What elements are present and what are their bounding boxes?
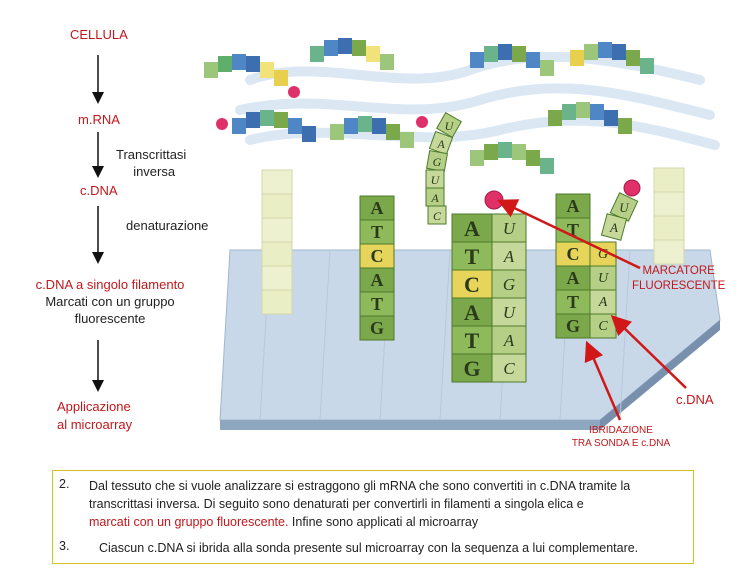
base-letter: C <box>503 359 515 378</box>
base-letter: T <box>567 292 579 312</box>
strand-mid-2 <box>330 116 428 148</box>
label-single-strand: c.DNA a singolo filamento Marcati con un… <box>28 276 192 327</box>
base-letter: A <box>371 198 384 218</box>
note-2-highlight: marcati con un gruppo fluorescente. <box>89 515 288 529</box>
base-letter: U <box>619 200 630 215</box>
label-single-strand-line3: fluorescente <box>28 310 192 327</box>
label-ibridazione-line2: TRA SONDA E c.DNA <box>566 437 676 450</box>
base-letter: C <box>464 272 480 297</box>
base-letter: U <box>503 303 517 322</box>
label-denaturazione: denaturazione <box>126 218 208 233</box>
strand-mid-4 <box>470 142 554 174</box>
label-transcrittasi-line1: Transcrittasi <box>116 146 186 163</box>
base-letter: T <box>465 328 480 353</box>
pale-probe-column-right <box>654 168 684 264</box>
label-applicazione-line1: Applicazione <box>57 398 132 416</box>
base-letter: A <box>464 300 480 325</box>
note-3-number: 3. <box>59 539 69 553</box>
base-letter: U <box>598 271 609 286</box>
note-3: Ciascun c.DNA si ibrida alla sonda prese… <box>99 539 638 557</box>
label-single-strand-title: c.DNA a singolo filamento <box>28 276 192 293</box>
base-letter: G <box>566 316 580 336</box>
label-cdna: c.DNA <box>80 183 118 198</box>
note-2-line1: Dal tessuto che si vuole analizzare si e… <box>89 477 685 495</box>
base-letter: C <box>371 246 384 266</box>
label-transcrittasi: Transcrittasi inversa <box>116 146 186 180</box>
label-transcrittasi-line2: inversa <box>116 163 186 180</box>
base-letter: U <box>431 173 441 187</box>
label-ibridazione-line1: IBRIDAZIONE <box>566 424 676 437</box>
base-letter: G <box>503 275 515 294</box>
label-mrna: m.RNA <box>78 112 120 127</box>
base-letter: T <box>371 294 383 314</box>
label-marcatore-line2: FLUORESCENTE <box>632 279 725 294</box>
strand-top-2 <box>310 38 394 70</box>
label-cdna-callout: c.DNA <box>676 392 714 407</box>
base-letter: A <box>430 191 439 205</box>
base-letter: A <box>598 295 608 310</box>
label-single-strand-line2: Marcati con un gruppo <box>28 293 192 310</box>
base-letter: U <box>503 219 517 238</box>
base-letter: A <box>436 137 445 151</box>
curled-rna-strand: U A G U A C <box>426 113 461 224</box>
label-cellula: CELLULA <box>70 27 128 42</box>
base-letter: A <box>609 220 618 235</box>
base-letter: G <box>370 318 384 338</box>
curled-rna-right: U A <box>601 180 640 240</box>
base-letter: A <box>503 331 515 350</box>
base-letter: U <box>445 119 455 133</box>
strand-mid-3 <box>548 102 632 134</box>
probe-column-2: A T C A T G U A G U A C <box>452 191 526 382</box>
base-letter: C <box>567 244 580 264</box>
note-2-line3-rest: Infine sono applicati al microarray <box>288 515 478 529</box>
label-marcatore-line1: MARCATORE <box>632 264 725 279</box>
base-letter: A <box>464 216 480 241</box>
note-2-line2: transcrittasi inversa. Di seguito sono d… <box>89 495 685 513</box>
note-2-number: 2. <box>59 477 69 491</box>
pale-probe-column <box>262 170 292 314</box>
note-2-line3: marcati con un gruppo fluorescente. Infi… <box>89 513 685 531</box>
label-applicazione: Applicazione al microarray <box>57 398 132 434</box>
label-applicazione-line2: al microarray <box>57 416 132 434</box>
label-ibridazione: IBRIDAZIONE TRA SONDA E c.DNA <box>566 424 676 450</box>
strand-top-3 <box>470 44 554 76</box>
label-marcatore: MARCATORE FLUORESCENTE <box>632 264 725 294</box>
base-letter: A <box>567 196 580 216</box>
base-letter: A <box>503 247 515 266</box>
base-letter: G <box>433 155 442 169</box>
base-letter: A <box>567 268 580 288</box>
base-letter: T <box>371 222 383 242</box>
base-letter: C <box>433 209 442 223</box>
base-letter: G <box>463 356 480 381</box>
base-letter: C <box>598 319 608 334</box>
note-2: Dal tessuto che si vuole analizzare si e… <box>89 477 685 531</box>
base-letter: A <box>371 270 384 290</box>
probe-column-1: A T C A T G <box>360 196 394 340</box>
notes-box: 2. Dal tessuto che si vuole analizzare s… <box>52 470 694 564</box>
strand-top-4 <box>570 42 654 74</box>
base-letter: T <box>465 244 480 269</box>
